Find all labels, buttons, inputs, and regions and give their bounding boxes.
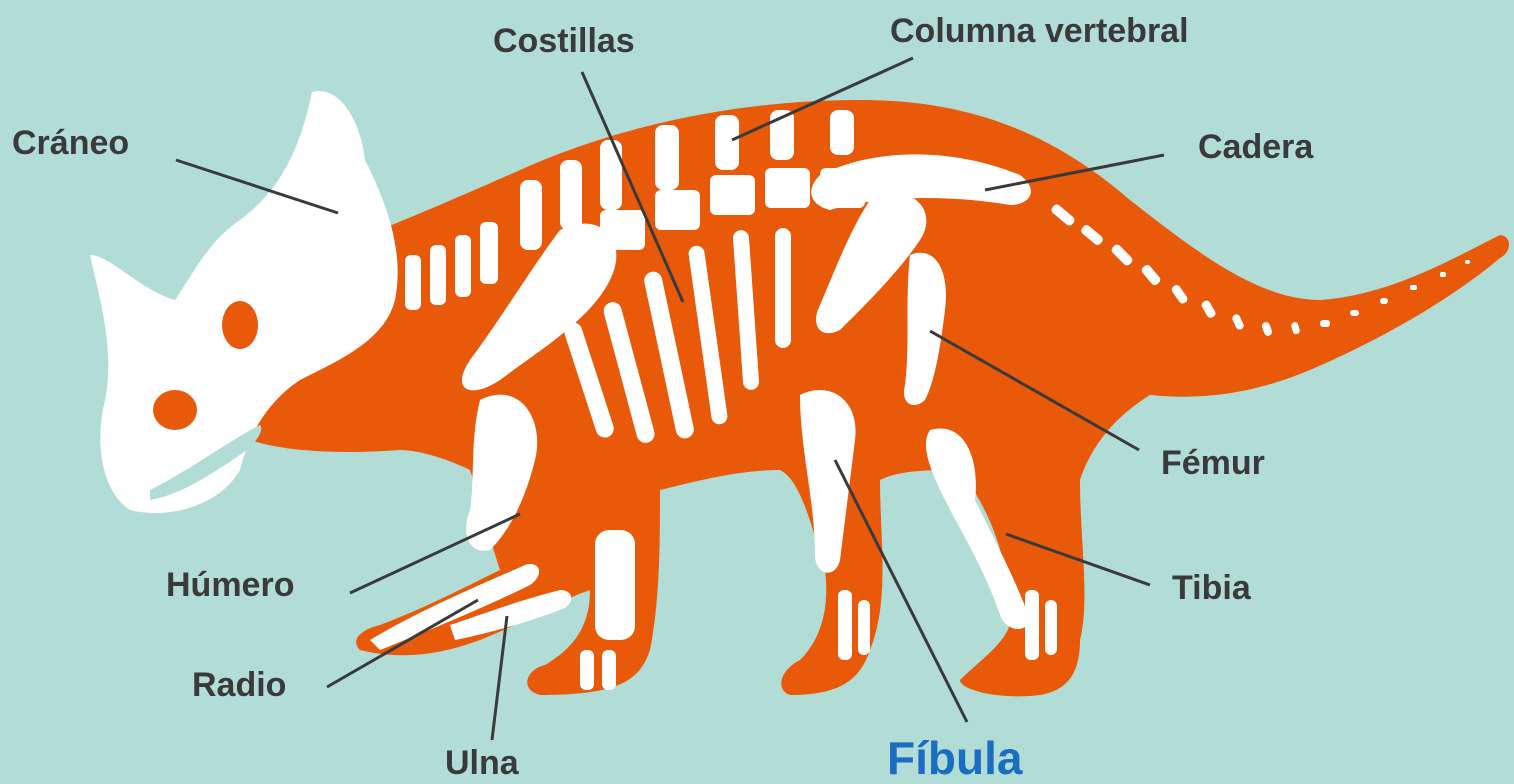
spine-process: [520, 180, 542, 250]
front-foot-bone: [602, 650, 616, 690]
spine-process: [560, 160, 582, 230]
label-ulna: Ulna: [445, 746, 519, 780]
rib: [775, 228, 791, 348]
neck-vertebra: [430, 245, 446, 305]
front-foot-bone: [580, 650, 594, 690]
hind-foot-bone: [1025, 590, 1039, 660]
label-costillas: Costillas: [493, 24, 635, 58]
leader-ulna: [492, 616, 507, 740]
label-columna-vertebral: Columna vertebral: [890, 14, 1189, 48]
mid-foot-bone: [858, 600, 870, 655]
vertebral-body: [765, 168, 810, 208]
vertebral-body: [710, 175, 755, 215]
label-radio: Radio: [192, 668, 286, 702]
skull-nostril: [153, 390, 197, 430]
spine-process: [600, 140, 622, 210]
label-femur: Fémur: [1161, 446, 1265, 480]
hind-foot-bone: [1045, 600, 1057, 655]
spine-process: [830, 110, 854, 155]
label-fibula: Fíbula: [887, 735, 1022, 781]
skull-orbit: [222, 301, 258, 349]
label-tibia: Tibia: [1172, 571, 1251, 605]
label-craneo: Cráneo: [12, 126, 129, 160]
label-humero: Húmero: [166, 568, 294, 602]
label-cadera: Cadera: [1198, 130, 1313, 164]
spine-process: [715, 115, 739, 170]
neck-vertebra: [480, 222, 498, 284]
mid-foot-bone: [838, 590, 852, 660]
neck-vertebra: [455, 235, 471, 297]
front-leg-bone: [595, 530, 635, 640]
vertebral-body: [655, 190, 700, 230]
neck-vertebra: [405, 255, 421, 310]
spine-process: [655, 125, 679, 190]
